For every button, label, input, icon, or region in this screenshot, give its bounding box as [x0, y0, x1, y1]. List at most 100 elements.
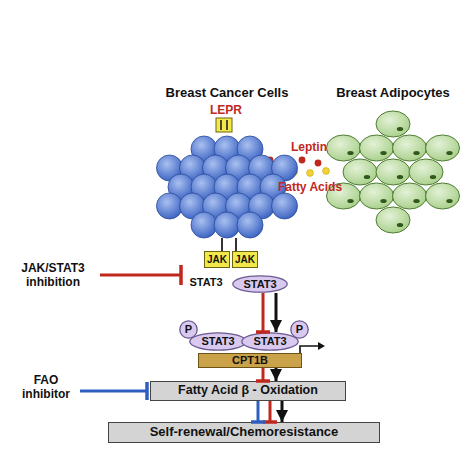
node-text: STAT3: [253, 335, 286, 347]
receptor-stalk: [235, 238, 237, 252]
ligand-label: Fatty Acids: [272, 181, 348, 195]
node-text: Self-renewal/Chemoresistance: [150, 425, 339, 439]
adipocyte-body: [376, 111, 410, 137]
cancer-cell: [272, 193, 298, 219]
receptor-stalk: [221, 238, 223, 252]
node-text: CPT1B: [232, 354, 268, 366]
protein-ellipse: STAT3: [241, 332, 299, 351]
cancer-cell: [157, 193, 183, 219]
activation-arrow: [275, 368, 278, 381]
inhibition-line: [100, 274, 180, 277]
inhibition-connector: [262, 368, 265, 381]
leptin-dot: [299, 157, 306, 164]
adipocyte-nucleus: [380, 199, 386, 203]
adipocyte: [376, 111, 410, 137]
cell-heading: Breast Cancer Cells: [146, 86, 308, 100]
adipocyte-nucleus: [397, 175, 403, 179]
phosphate-circle: P: [290, 320, 309, 339]
adipocyte-nucleus: [364, 175, 370, 179]
cancer-cell: [214, 212, 240, 238]
protein-ellipse: STAT3: [189, 332, 247, 351]
transcription-arrow: [300, 346, 318, 354]
node-outline-ellipse: [242, 333, 298, 350]
cancer-cell: [191, 212, 217, 238]
node-text: STAT3: [243, 278, 276, 290]
adipocyte-drawing: [318, 116, 468, 228]
inhibition-line: [80, 390, 146, 393]
adipocyte-nucleus: [397, 127, 403, 131]
adipocyte-nucleus: [413, 199, 419, 203]
adipocyte-cluster: Breast Adipocytes: [318, 86, 468, 228]
node-text: JAK: [207, 254, 227, 265]
process-box: Fatty Acid β - Oxidation: [150, 381, 346, 401]
adipocyte-body: [409, 159, 443, 185]
protein-label: STAT3: [186, 276, 226, 289]
adipocyte-body: [426, 135, 460, 161]
adipocyte: [360, 135, 394, 161]
fatty-acid-dot: [307, 170, 314, 177]
adipocyte: [327, 135, 361, 161]
node-outline-ellipse: [190, 333, 246, 350]
adipocyte-nucleus: [347, 199, 353, 203]
adipocyte: [343, 159, 377, 185]
adipocyte-nucleus: [446, 151, 452, 155]
receptor-symbol: [216, 118, 232, 132]
adipocyte-nucleus: [430, 175, 436, 179]
adipocyte-body: [393, 183, 427, 209]
leptin-dot: [315, 160, 322, 167]
ligand-label: Leptin: [284, 141, 334, 155]
receptor-strand: [220, 120, 222, 130]
node-text: Fatty Acid β - Oxidation: [178, 384, 318, 398]
adipocyte: [376, 159, 410, 185]
receptor-label: LEPR: [206, 104, 246, 118]
adipocyte: [426, 183, 460, 209]
node-text: P: [185, 323, 192, 335]
node-outline-ellipse: [233, 276, 287, 292]
adipocyte-body: [360, 135, 394, 161]
adipocyte: [426, 135, 460, 161]
adipocyte-body: [327, 135, 361, 161]
protein-ellipse: STAT3: [232, 275, 288, 293]
inhibitor-label: JAK/STAT3 inhibition: [6, 262, 100, 290]
adipocyte-body: [426, 183, 460, 209]
adipocyte-body: [376, 159, 410, 185]
receptor-strand: [226, 120, 228, 130]
adipocyte-nucleus: [446, 199, 452, 203]
kinase-box: JAK: [232, 251, 258, 268]
kinase-box: JAK: [204, 251, 230, 268]
outcome-box: Self-renewal/Chemoresistance: [108, 422, 380, 443]
inhibition-connector: [262, 293, 265, 332]
inhibitor-label: FAO inhibitor: [14, 374, 78, 402]
adipocyte-nucleus: [347, 151, 353, 155]
inhibition-connector: [269, 401, 272, 422]
node-outline-ellipse: [180, 321, 197, 338]
adipocyte-body: [393, 135, 427, 161]
inhibition-connector: [257, 401, 260, 422]
cancer-cell: [237, 212, 263, 238]
activation-arrow: [275, 293, 278, 332]
node-outline-ellipse: [291, 321, 308, 338]
transcription-arrowhead: [318, 342, 325, 350]
cell-heading: Breast Adipocytes: [318, 86, 468, 100]
adipocyte-body: [343, 159, 377, 185]
adipocyte-nucleus: [380, 151, 386, 155]
adipocyte: [376, 207, 410, 233]
node-text: JAK: [235, 254, 255, 265]
adipocyte-body: [376, 207, 410, 233]
gene-bar: CPT1B: [198, 353, 302, 368]
node-text: P: [296, 323, 303, 335]
inhibition-bar: [179, 265, 183, 285]
adipocyte-nucleus: [413, 151, 419, 155]
adipocyte-nucleus: [397, 223, 403, 227]
adipocyte: [393, 135, 427, 161]
node-text: STAT3: [201, 335, 234, 347]
adipocyte: [393, 183, 427, 209]
activation-arrow: [281, 401, 284, 422]
adipocyte: [360, 183, 394, 209]
adipocyte-body: [360, 183, 394, 209]
adipocyte: [409, 159, 443, 185]
fatty-acid-dot: [323, 168, 330, 175]
